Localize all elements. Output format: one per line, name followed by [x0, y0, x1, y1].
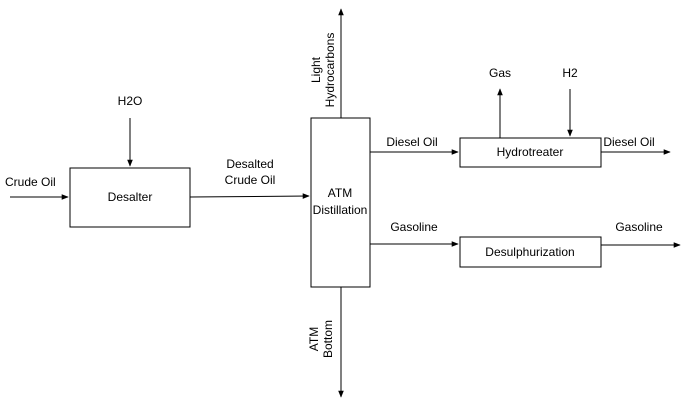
gasoline-in-label: Gasoline: [390, 220, 438, 234]
hydrotreater-box: [459, 137, 602, 168]
hydrotreater-label: Hydrotreater: [497, 145, 564, 159]
light-hydrocarbons-line1: Light: [309, 56, 323, 83]
desalter-box: [69, 167, 191, 228]
desulphurization-box: [459, 236, 602, 268]
gasoline-out-label: Gasoline: [615, 220, 663, 234]
atm-bottom-line2: Bottom: [321, 320, 335, 358]
atm-distillation-label-line1: ATM: [328, 186, 352, 200]
desalter-label: Desalter: [108, 190, 153, 204]
light-hydrocarbons-line2: Hydrocarbons: [323, 33, 337, 108]
gas-label: Gas: [489, 66, 511, 80]
atm-bottom-line1: ATM: [307, 327, 321, 351]
h2-label: H2: [562, 66, 578, 80]
desulphurization-label: Desulphurization: [485, 245, 574, 259]
diesel-oil-out-label: Diesel Oil: [603, 135, 654, 149]
atm-distillation-label-line2: Distillation: [313, 203, 368, 217]
atm-distillation-box: [310, 117, 371, 288]
desalted-label-line2: Crude Oil: [225, 173, 276, 187]
crude-oil-label: Crude Oil: [5, 175, 56, 189]
diesel-oil-in-label: Diesel Oil: [386, 135, 437, 149]
desalted-crude-arrow: [189, 193, 310, 199]
light-hydrocarbons-label: Light Hydrocarbons: [309, 33, 337, 108]
atm-bottom-label: ATM Bottom: [307, 320, 335, 358]
h2o-label: H2O: [118, 94, 143, 108]
desalted-label-line1: Desalted: [226, 157, 273, 171]
